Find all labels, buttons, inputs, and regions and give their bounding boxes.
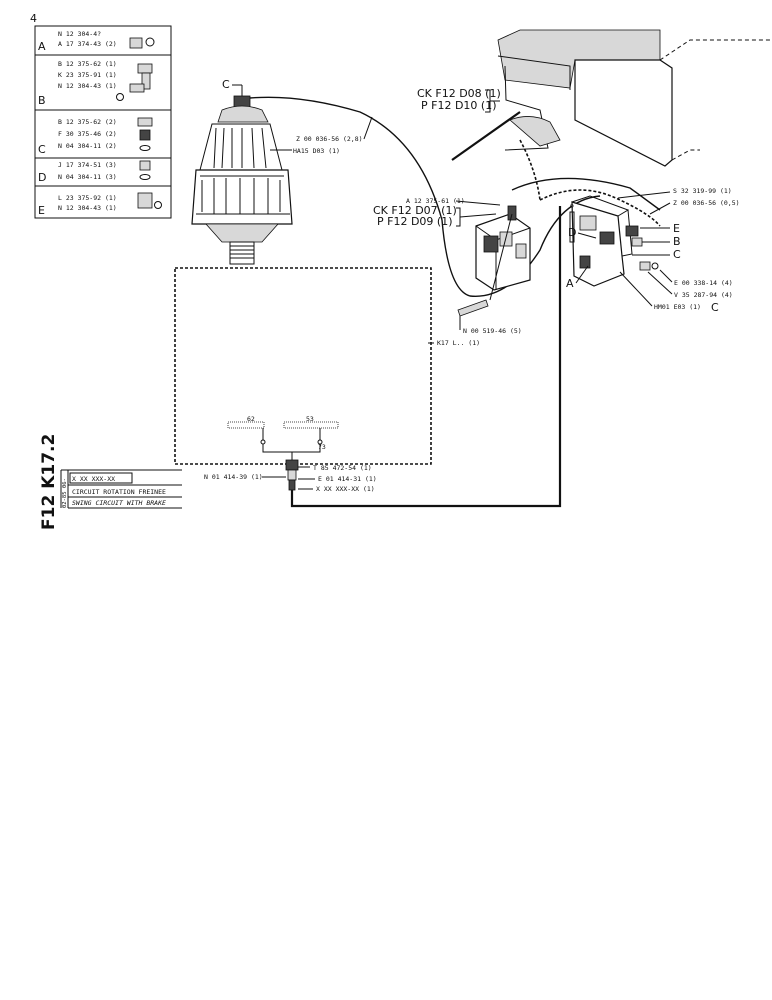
sheet-code: F12 K17.2 xyxy=(39,434,59,530)
accumulator-port-label: C xyxy=(222,78,230,91)
callout-hose-length: Z 00 036-56 (2,8) xyxy=(296,135,363,143)
machine-cab-icon xyxy=(451,29,770,201)
port-62-label: 62 xyxy=(247,415,255,423)
brake-accumulator-icon xyxy=(191,95,293,265)
fitting-e-icon xyxy=(137,192,162,209)
callout-s32: S 32 319-99 (1) xyxy=(673,187,732,195)
callout-a12: A 12 375-61 (1) xyxy=(406,197,465,205)
callout-ck-d08: CK F12 D08 (1) xyxy=(417,87,501,100)
clamp-icon xyxy=(457,299,489,317)
title-french: CIRCUIT ROTATION FREINEE xyxy=(72,488,166,496)
title-english: SWING CIRCUIT WITH BRAKE xyxy=(72,499,166,507)
callout-xx: X XX XXX-XX (1) xyxy=(316,485,375,493)
legend-part: N 12 304-43 (1) xyxy=(58,82,117,90)
callout-hm01: HM01 E03 (1) xyxy=(654,303,701,311)
callout-n00: N 00 519-46 (5) xyxy=(463,327,522,335)
legend-border xyxy=(34,25,172,219)
callout-letter-e: E xyxy=(673,222,680,235)
callout-n01: N 01 414-39 (1) xyxy=(204,473,263,481)
callout-t85: T 85 472-54 (1) xyxy=(313,464,372,472)
callout-letter-c: C xyxy=(673,248,681,261)
legend-part: J 17 374-51 (3) xyxy=(58,161,117,169)
legend-part: B 12 375-62 (1) xyxy=(58,60,117,68)
legend-part: N 04 304-11 (2) xyxy=(58,142,117,150)
fitting-c-icon xyxy=(137,117,153,151)
tee-fitting-icon xyxy=(285,459,299,491)
swing-motor-zone xyxy=(174,267,432,465)
callout-e01: E 01 414-31 (1) xyxy=(318,475,377,483)
callout-letter-d: D xyxy=(568,226,576,239)
legend-part: F 30 375-46 (2) xyxy=(58,130,117,138)
port-73-label: 73 xyxy=(318,443,326,451)
legend-part: K 23 375-91 (1) xyxy=(58,71,117,79)
legend-part: N 04 304-11 (3) xyxy=(58,173,117,181)
page-number: 4 xyxy=(30,12,37,25)
legend-letter-d: D xyxy=(38,171,46,184)
return-hose xyxy=(539,189,661,227)
motor-connector xyxy=(227,421,339,462)
port-53-label: 53 xyxy=(306,415,314,423)
motor-brake-line xyxy=(290,206,562,508)
legend-letter-e: E xyxy=(38,204,45,217)
legend-part: B 12 375-62 (2) xyxy=(58,118,117,126)
callout-ck-d07: CK F12 D07 (1) xyxy=(373,204,457,217)
valve-symbol-label: ⊕ xyxy=(570,202,574,210)
date-code-bottom: 02-85 xyxy=(62,491,68,508)
callout-letter-a: A xyxy=(566,277,574,290)
fitting-a-icon xyxy=(129,37,155,49)
legend-letter-a: A xyxy=(38,40,46,53)
date-code-top: 06- xyxy=(62,478,68,488)
callout-v35: V 35 287-94 (4) xyxy=(674,291,733,299)
legend-part: L 23 375-92 (1) xyxy=(58,194,117,202)
parts-legend: A N 12 304-4? A 17 374-43 (2) B B 12 375… xyxy=(34,25,172,219)
pilot-hose xyxy=(511,177,661,211)
legend-part: N 12 304-43 (1) xyxy=(58,204,117,212)
callout-p-d10: P F12 D10 (1) xyxy=(421,99,497,112)
callout-letter-b: B xyxy=(673,235,681,248)
legend-letter-c: C xyxy=(38,143,46,156)
title-block: F12 K17.2 06- 02-85 X XX XXX-XX CIRCUIT … xyxy=(39,434,182,530)
callout-k17: K17 L.. (1) xyxy=(437,339,480,347)
accumulator-hose xyxy=(249,96,601,297)
legend-letter-b: B xyxy=(38,94,46,107)
callout-ha15: HA15 D03 (1) xyxy=(293,147,340,155)
title-part-number: X XX XXX-XX xyxy=(72,475,115,483)
callout-hm01-c: C xyxy=(711,301,719,314)
legend-part: N 12 304-4? xyxy=(58,30,101,38)
callout-e00: E 00 338-14 (4) xyxy=(674,279,733,287)
callout-z00: Z 00 036-56 (0,5) xyxy=(673,199,740,207)
fitting-b-icon xyxy=(116,63,153,101)
legend-part: A 17 374-43 (2) xyxy=(58,40,117,48)
brake-valve-manifold-icon xyxy=(569,195,659,287)
callout-p-d09: P F12 D09 (1) xyxy=(377,215,453,228)
plug-d-icon xyxy=(139,160,151,180)
brake-valve-block-icon xyxy=(475,205,531,301)
